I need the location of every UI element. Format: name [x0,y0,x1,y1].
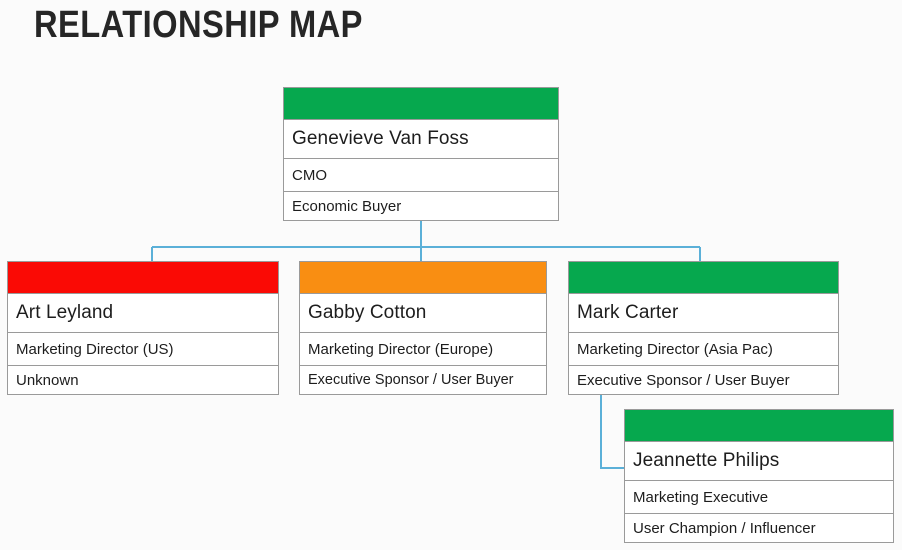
status-bar-green [569,262,838,294]
person-name: Mark Carter [569,294,838,333]
edge-mark-jeannette [600,395,624,469]
card-gabby-cotton[interactable]: Gabby Cotton Marketing Director (Europe)… [299,261,547,395]
person-name: Art Leyland [8,294,278,333]
status-bar-red [8,262,278,294]
person-name: Genevieve Van Foss [284,120,558,159]
person-name: Jeannette Philips [625,442,893,481]
status-bar-green [625,410,893,442]
card-art-leyland[interactable]: Art Leyland Marketing Director (US) Unkn… [7,261,279,395]
card-mark-carter[interactable]: Mark Carter Marketing Director (Asia Pac… [568,261,839,395]
person-tag: Executive Sponsor / User Buyer [308,372,514,388]
person-tag: Economic Buyer [292,197,402,215]
person-tag: User Champion / Influencer [633,519,816,537]
person-role: CMO [284,159,558,192]
page-title: RELATIONSHIP MAP [34,4,363,46]
person-name: Gabby Cotton [300,294,546,333]
status-bar-green [284,88,558,120]
person-role: Marketing Director (US) [8,333,278,366]
person-tag: Executive Sponsor / User Buyer [577,371,790,389]
person-role: Marketing Executive [625,481,893,514]
person-role: Marketing Director (Europe) [300,333,546,366]
person-tag: Unknown [16,371,79,389]
card-jeannette-philips[interactable]: Jeannette Philips Marketing Executive Us… [624,409,894,543]
person-role: Marketing Director (Asia Pac) [569,333,838,366]
status-bar-orange [300,262,546,294]
card-genevieve-van-foss[interactable]: Genevieve Van Foss CMO Economic Buyer [283,87,559,221]
